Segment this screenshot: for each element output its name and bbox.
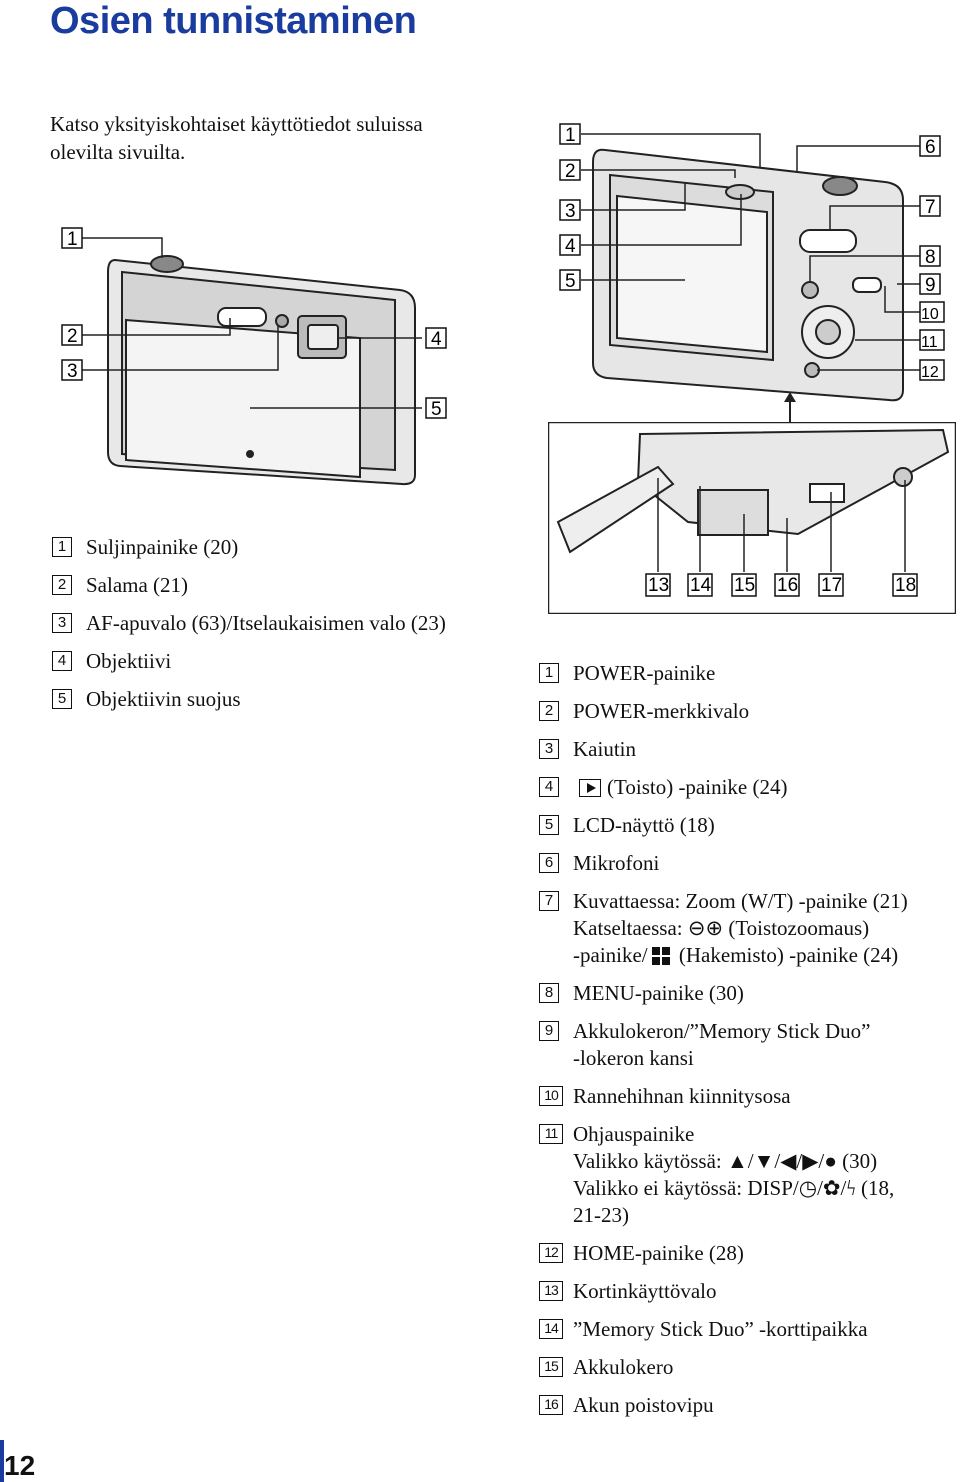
list-item: 11 Ohjauspainike Valikko käytössä: ▲/▼/◀… [539,1121,959,1229]
callout-front-2: 2 [67,326,78,347]
list-item: 7 Kuvattaessa: Zoom (W/T) -painike (21) … [539,888,959,969]
callout-back-2: 2 [565,161,576,182]
callout-back-8: 8 [925,247,936,268]
callout-back-6: 6 [925,137,936,158]
index-icon [651,947,670,965]
page-title: Osien tunnistaminen [50,0,417,42]
callout-front-4: 4 [431,329,442,350]
up-arrow-icon [784,392,796,424]
callout-back-7: 7 [925,197,936,218]
camera-front-illustration: 1 2 3 4 5 [61,227,447,486]
callout-front-3: 3 [67,361,78,382]
callout-bottom-13: 13 [648,575,669,596]
callout-front-5: 5 [431,399,442,420]
callout-back-11: 11 [921,334,938,351]
callout-back-3: 3 [565,201,576,222]
callout-bottom-14: 14 [690,575,712,596]
callout-bottom-15: 15 [734,575,755,596]
list-item: 4(Toisto) -painike (24) [539,774,959,801]
page-edge-bar [0,1440,4,1482]
play-icon [579,779,601,797]
callout-front-1: 1 [67,229,78,250]
camera-back-illustration: 1 2 3 4 5 6 7 8 9 10 11 12 [559,123,945,402]
callout-bottom-17: 17 [821,575,842,596]
callout-back-10: 10 [921,306,939,323]
callout-bottom-18: 18 [895,575,916,596]
camera-bottom-illustration: 13 14 15 16 17 18 [548,422,956,614]
callout-bottom-16: 16 [777,575,798,596]
zoom-out-in-icon: ⊖⊕ [687,916,724,940]
page-number: 12 [4,1450,36,1481]
callout-back-12: 12 [921,364,939,381]
callout-back-1: 1 [565,125,576,146]
list-item: 14”Memory Stick Duo” -korttipaikka [539,1316,959,1343]
callout-back-9: 9 [925,275,936,296]
callout-back-4: 4 [565,236,576,257]
callout-back-5: 5 [565,271,576,292]
intro-text: Katso yksityiskohtaiset käyttötiedot sul… [50,112,423,164]
